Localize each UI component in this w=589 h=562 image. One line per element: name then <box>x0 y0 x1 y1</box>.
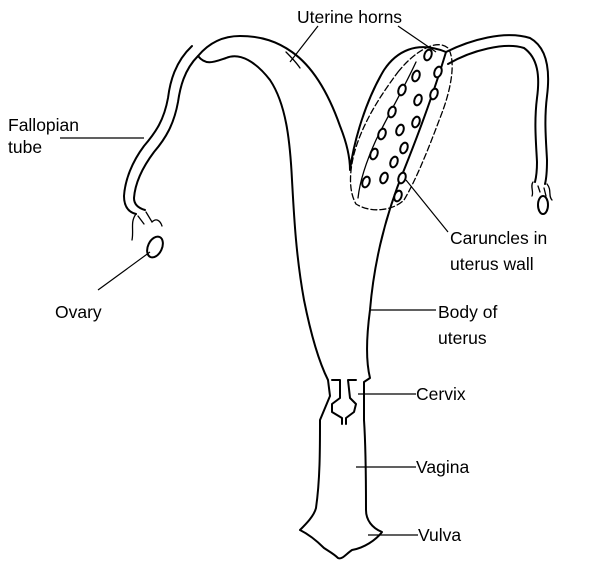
cervix <box>332 380 356 424</box>
label-uterine-horns: Uterine horns <box>297 7 402 27</box>
label-fallopian-tube-line1: Fallopian <box>8 115 79 135</box>
uterus-outline <box>198 36 446 558</box>
label-body-line2: uterus <box>438 328 487 348</box>
left-fallopian-tube <box>124 46 198 214</box>
label-caruncles-line1: Caruncles in <box>450 228 547 248</box>
label-caruncles-line2: uterus wall <box>450 254 534 274</box>
right-ovary <box>538 196 548 214</box>
leader-caruncles <box>406 180 448 232</box>
uterine-horns-dent <box>286 52 300 68</box>
caruncles <box>361 49 443 203</box>
label-fallopian-tube-line2: tube <box>8 137 42 157</box>
label-vulva: Vulva <box>418 525 461 545</box>
leader-uterine-horns-left <box>290 26 318 62</box>
label-cervix: Cervix <box>416 384 466 404</box>
label-body-line1: Body of <box>438 302 497 322</box>
left-ovary <box>144 234 166 260</box>
leader-ovary <box>98 252 150 290</box>
label-ovary: Ovary <box>55 302 102 322</box>
label-vagina: Vagina <box>416 457 469 477</box>
right-fallopian-tube <box>446 35 548 184</box>
